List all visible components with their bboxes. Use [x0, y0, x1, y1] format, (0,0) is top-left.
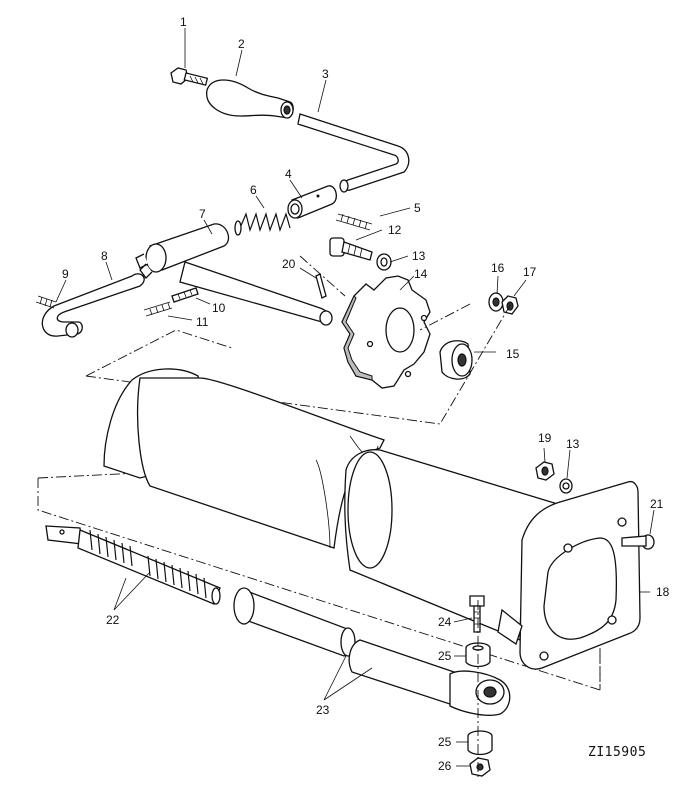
bearing-part-15	[439, 340, 473, 380]
hub-shaft-part-7	[135, 223, 333, 326]
callout-17: 17	[523, 265, 537, 279]
lock-washer-part-13	[376, 253, 392, 271]
callout-8: 8	[101, 249, 108, 263]
callout-11: 11	[196, 315, 209, 329]
bolt-part-21	[621, 534, 655, 550]
bushing-part-25b	[467, 730, 493, 756]
callout-25b: 25	[438, 735, 452, 749]
callout-6: 6	[250, 183, 257, 197]
callout-4: 4	[285, 167, 292, 181]
callout-14: 14	[414, 267, 428, 281]
callout-26: 26	[438, 759, 452, 773]
leader-lines	[55, 28, 655, 767]
callout-12: 12	[388, 223, 402, 237]
outer-tube-part-23b	[348, 639, 511, 716]
nut-part-19	[535, 461, 555, 481]
callout-21: 21	[650, 497, 664, 511]
lock-washer-part-13b	[559, 478, 573, 494]
crank-rod-part-3	[297, 113, 410, 193]
callout-25: 25	[438, 649, 452, 663]
sleeve-part-4	[287, 185, 338, 219]
pin-part-20	[315, 273, 327, 299]
callout-16: 16	[491, 261, 505, 275]
roll-pin-part-9	[35, 295, 57, 309]
roll-pin-part-11	[143, 301, 173, 317]
lead-screw-part-22	[45, 525, 221, 605]
callout-1: 1	[180, 15, 187, 29]
nut-part-26	[469, 757, 491, 777]
callout-18: 18	[656, 585, 670, 599]
crank-arm-part-8	[41, 273, 145, 338]
spring-part-6	[234, 211, 291, 236]
callout-9: 9	[62, 267, 69, 281]
washer-part-16	[488, 292, 504, 312]
callout-5: 5	[414, 201, 421, 215]
drawing-code: ZI15905	[588, 745, 646, 760]
callout-23: 23	[316, 703, 330, 717]
housing-tube-part-18	[103, 368, 641, 670]
callout-19: 19	[538, 431, 552, 445]
callout-13: 13	[412, 249, 426, 263]
inner-tube-part-23	[233, 587, 356, 657]
callout-13b: 13	[566, 437, 580, 451]
bolt-part-1	[170, 67, 209, 86]
roll-pin-part-5	[335, 213, 373, 231]
pin-part-10	[171, 287, 199, 303]
handle-grip-part-2	[206, 79, 294, 119]
callout-22: 22	[106, 613, 120, 627]
callout-2: 2	[238, 37, 245, 51]
callout-15: 15	[506, 347, 520, 361]
callout-7: 7	[199, 207, 206, 221]
bolt-part-24	[469, 595, 485, 633]
bolt-part-12	[329, 237, 373, 261]
callout-24: 24	[438, 615, 452, 629]
callout-3: 3	[322, 67, 329, 81]
cam-disc-part-14	[341, 275, 431, 389]
callout-labels: 1 2 3 4 5 6 7 8 9 10 11 12 13 14 15 16 1…	[62, 15, 670, 773]
callout-10: 10	[212, 301, 226, 315]
callout-20: 20	[282, 257, 296, 271]
